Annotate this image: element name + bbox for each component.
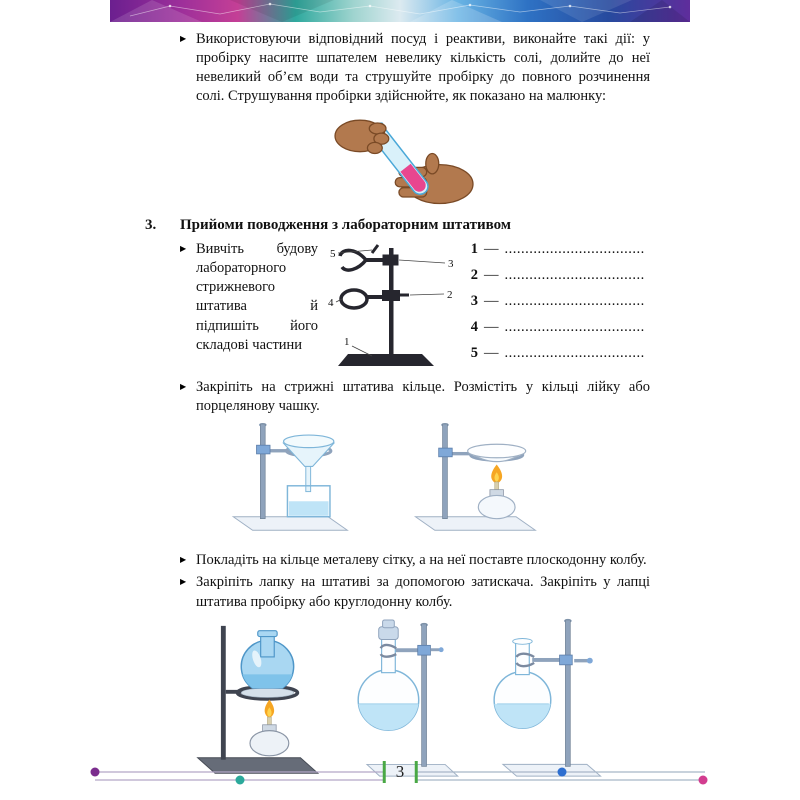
answer-dash: — xyxy=(484,241,499,257)
flat-flask-setup-drawing xyxy=(196,625,320,774)
answer-number: 2 xyxy=(470,267,478,283)
page-number-block: 3 xyxy=(382,761,418,783)
diagram-label-2: 2 xyxy=(447,289,453,301)
answer-dash: — xyxy=(484,293,499,309)
instruction-bullet-study: ▶ Вивчіть будову лабораторного стрижнево… xyxy=(180,240,318,372)
instruction-text: Вивчіть будову лабораторного стрижневого… xyxy=(196,241,318,353)
answer-line: 1 — .................................. xyxy=(466,241,650,267)
clamped-flask-setup-drawing xyxy=(493,618,602,777)
page-number-right-bar xyxy=(414,761,418,783)
instruction-text: Закріпіть лапку на штативі за допомогою … xyxy=(196,574,650,610)
lab-stand-drawing: 5 3 4 2 1 xyxy=(328,244,454,366)
diagram-label-5: 5 xyxy=(330,248,336,260)
stand-coupling-and-ring xyxy=(339,288,409,310)
page-content: ▶ Використовуючи відповідний посуд і реа… xyxy=(145,30,650,787)
instruction-bullet-clamp: ▶ Закріпіть лапку на штативі за допомого… xyxy=(180,573,650,611)
page-footer: 3 xyxy=(0,760,800,794)
answer-dash: — xyxy=(484,319,499,335)
bullet-arrow-icon: ▶ xyxy=(180,555,187,565)
dish-setup-drawing xyxy=(413,423,537,531)
answer-number: 3 xyxy=(470,293,478,309)
shaking-test-tube-illustration xyxy=(333,119,474,204)
lab-stand-diagram: 5 3 4 2 1 xyxy=(326,240,466,372)
answer-blank-line: .................................. xyxy=(504,293,645,309)
callout-lines xyxy=(335,249,446,357)
teal-dot xyxy=(235,775,245,785)
stand-study-row: ▶ Вивчіть будову лабораторного стрижнево… xyxy=(180,240,650,372)
section-number: 3. xyxy=(145,216,157,233)
purple-dot xyxy=(90,767,100,777)
stand-with-funnel-and-beaker-illustration xyxy=(225,422,375,543)
decorative-header-band xyxy=(110,0,690,22)
answer-dash: — xyxy=(484,267,499,283)
answer-blank-line: .................................. xyxy=(504,267,645,283)
answer-number: 1 xyxy=(470,241,478,257)
section-heading: 3. Прийоми поводження з лабораторним шта… xyxy=(145,216,650,236)
bullet-arrow-icon: ▶ xyxy=(180,244,187,253)
answer-blank-line: .................................. xyxy=(504,319,645,335)
answer-line: 4 — .................................. xyxy=(466,319,650,345)
instruction-bullet-shaking: ▶ Використовуючи відповідний посуд і реа… xyxy=(180,30,650,107)
round-flask-setup-drawing xyxy=(357,619,460,777)
blue-dot xyxy=(557,767,567,777)
answer-blanks: 1 — .................................. 2… xyxy=(466,240,650,372)
answer-number: 5 xyxy=(470,345,478,361)
funnel-setup-drawing xyxy=(231,423,349,531)
page-number-left-bar xyxy=(382,761,386,783)
page-number: 3 xyxy=(395,762,405,781)
diagram-label-3: 3 xyxy=(448,258,454,270)
bullet-arrow-icon: ▶ xyxy=(180,577,187,587)
diagram-label-4: 4 xyxy=(328,297,334,309)
footer-decoration xyxy=(90,767,708,785)
ring-setups-row xyxy=(225,422,650,543)
answer-blank-line: .................................. xyxy=(504,345,645,361)
stand-with-round-bottom-flask-illustration xyxy=(353,618,461,787)
instruction-text: Закріпіть на стрижні штатива кільце. Роз… xyxy=(196,379,650,415)
stand-with-flat-bottom-flask-illustration xyxy=(195,622,337,787)
instruction-text: Використовуючи відповідний посуд і реакт… xyxy=(196,31,650,105)
wire-mesh xyxy=(240,687,294,698)
stand-rod-and-base xyxy=(338,248,434,366)
magenta-dot xyxy=(698,775,708,785)
bullet-arrow-icon: ▶ xyxy=(180,382,187,391)
answer-dash: — xyxy=(484,345,499,361)
answer-number: 4 xyxy=(470,319,478,335)
section-title: Прийоми поводження з лабораторним штатив… xyxy=(180,216,512,233)
instruction-text: Покладіть на кільце металеву сітку, а на… xyxy=(196,552,647,569)
instruction-bullet-ring: ▶ Закріпіть на стрижні штатива кільце. Р… xyxy=(180,378,650,416)
diagram-label-1: 1 xyxy=(344,336,350,348)
instruction-bullet-mesh: ▶ Покладіть на кільце металеву сітку, а … xyxy=(180,551,650,570)
bullet-arrow-icon: ▶ xyxy=(180,34,187,43)
answer-line: 3 — .................................. xyxy=(466,293,650,319)
stand-with-dish-and-spirit-lamp-illustration xyxy=(405,422,570,543)
answer-line: 5 — .................................. xyxy=(466,345,650,371)
stand-clamp xyxy=(338,244,399,272)
answer-blank-line: .................................. xyxy=(504,241,645,257)
left-hand xyxy=(333,119,389,154)
glass-stopper xyxy=(378,625,399,640)
answer-line: 2 — .................................. xyxy=(466,267,650,293)
